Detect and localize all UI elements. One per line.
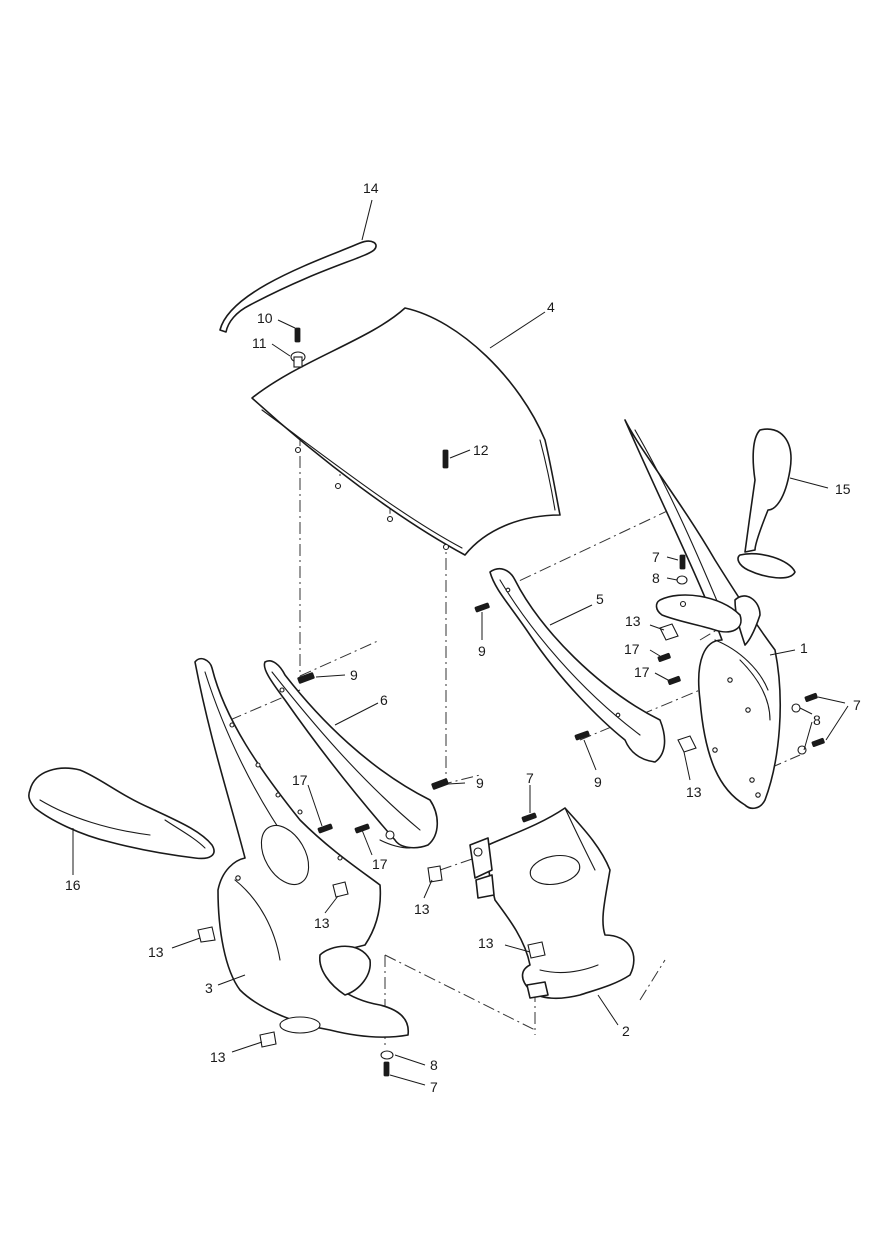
windscreen-part-4 xyxy=(251,307,561,556)
callout-11: 11 xyxy=(252,335,267,351)
callout-10: 10 xyxy=(257,310,273,326)
callout-7-right: 7 xyxy=(853,697,861,713)
callout-13-b: 13 xyxy=(686,784,702,800)
callout-3: 3 xyxy=(205,980,213,996)
callout-17-d: 17 xyxy=(372,856,388,872)
callout-13-a: 13 xyxy=(625,613,641,629)
callout-13-f: 13 xyxy=(478,935,494,951)
callout-4: 4 xyxy=(547,299,555,315)
callout-17-b: 17 xyxy=(634,664,650,680)
callout-15: 15 xyxy=(835,481,851,497)
callout-17-a: 17 xyxy=(624,641,640,657)
inner-panel-part-5 xyxy=(489,568,666,763)
callout-12: 12 xyxy=(473,442,489,458)
left-mirror-part-16 xyxy=(28,767,215,860)
callout-16: 16 xyxy=(65,877,81,893)
callout-9-d: 9 xyxy=(594,774,602,790)
callout-5: 5 xyxy=(596,591,604,607)
callout-2: 2 xyxy=(622,1023,630,1039)
leader-lines xyxy=(72,199,849,1086)
inner-duct-part-2 xyxy=(469,807,635,1000)
callout-6: 6 xyxy=(380,692,388,708)
callout-9-b: 9 xyxy=(478,643,486,659)
callout-7-mid: 7 xyxy=(526,770,534,786)
callout-13-e: 13 xyxy=(148,944,164,960)
callout-8-right: 8 xyxy=(813,712,821,728)
callout-13-d: 13 xyxy=(314,915,330,931)
callout-7-top: 7 xyxy=(652,549,660,565)
callout-9-c: 9 xyxy=(476,775,484,791)
callout-1: 1 xyxy=(800,640,808,656)
callout-13-c: 13 xyxy=(414,901,430,917)
callout-9-a: 9 xyxy=(350,667,358,683)
left-fairing-part-3 xyxy=(194,657,409,1038)
callout-8-top: 8 xyxy=(652,570,660,586)
callout-14: 14 xyxy=(363,180,379,196)
right-mount-bracket xyxy=(655,594,742,633)
callout-labels: 1 2 3 4 5 6 7 8 7 8 7 8 7 9 9 9 9 10 11 … xyxy=(65,180,861,1095)
callout-7-bottom: 7 xyxy=(430,1079,438,1095)
trim-strip-part-14 xyxy=(219,240,377,333)
inner-panel-part-6 xyxy=(263,660,439,849)
hardware xyxy=(197,327,825,1077)
callout-8-bottom: 8 xyxy=(430,1057,438,1073)
callout-13-g: 13 xyxy=(210,1049,226,1065)
right-mirror-part-15 xyxy=(737,428,796,579)
callout-17-c: 17 xyxy=(292,772,308,788)
